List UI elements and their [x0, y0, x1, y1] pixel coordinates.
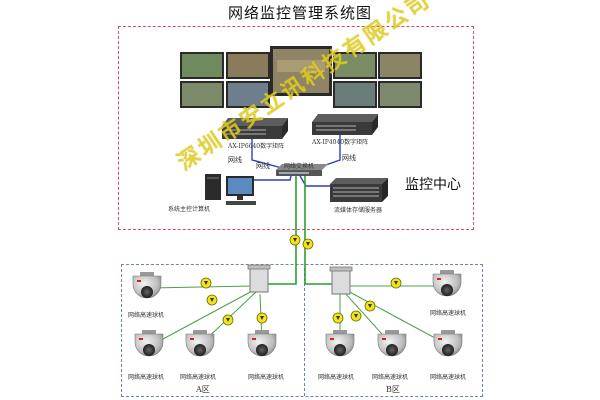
camera-a1-label: 网络高速球机	[128, 312, 165, 319]
camera-a2-label: 网络高速球机	[128, 374, 165, 381]
video-wall-left	[180, 52, 270, 108]
monitoring-center-label: 监控中心	[405, 177, 461, 193]
video-wall-main-monitor	[270, 46, 332, 96]
dome-camera-a4	[247, 330, 277, 357]
camera-b1-label: 网络高速球机	[430, 310, 467, 317]
junction-box-a	[247, 264, 271, 293]
dome-camera-a2	[134, 330, 164, 357]
dome-camera-b3	[377, 330, 407, 357]
camera-b2-label: 网络高速球机	[318, 374, 355, 381]
nvr-left	[222, 118, 288, 139]
page-title: 网络监控管理系统图	[227, 4, 372, 22]
dome-camera-a1	[132, 272, 162, 299]
camera-b3-label: 网络高速球机	[372, 374, 409, 381]
camera-zones-boundary	[121, 264, 483, 397]
control-pc-label: 系统主控计算机	[168, 206, 211, 213]
switch-label: 网络交换机	[284, 163, 315, 170]
cable-label-left: 网线	[228, 156, 242, 164]
dome-camera-b2	[325, 330, 355, 357]
zone-a-label: A区	[196, 385, 210, 394]
surge-protector-icons	[200, 234, 402, 326]
surge-protector-marks	[204, 238, 398, 322]
zone-b-label: B区	[386, 385, 400, 394]
junction-box-b	[329, 266, 353, 295]
zone-divider	[304, 268, 305, 396]
storage-server-label: 流媒体存储服务器	[334, 207, 383, 214]
camera-b4-label: 网络高速球机	[430, 374, 467, 381]
storage-server	[330, 178, 388, 202]
cable-label-right: 网线	[342, 154, 356, 162]
dome-camera-a3	[185, 330, 215, 357]
dome-camera-b4	[433, 330, 463, 357]
nvr-right-label: AX-IP4040数字矩阵	[312, 139, 369, 146]
camera-a4-label: 网络高速球机	[248, 374, 285, 381]
nvr-right	[312, 114, 378, 135]
control-pc	[205, 174, 256, 205]
network-switch	[276, 164, 328, 176]
dome-camera-b1	[432, 270, 462, 297]
video-wall-right	[333, 52, 422, 108]
camera-a3-label: 网络高速球机	[180, 374, 217, 381]
cable-label-center: 网线	[256, 162, 270, 170]
fiber-trunk	[264, 176, 336, 285]
nvr-left-label: AX-IP6640数字矩阵	[228, 143, 285, 150]
